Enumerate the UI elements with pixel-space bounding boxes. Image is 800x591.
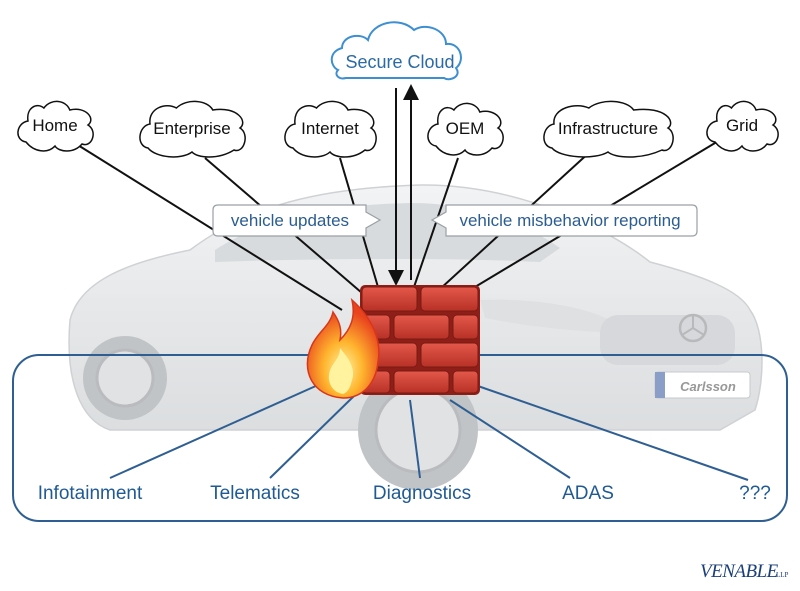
cloud-grid-label: Grid xyxy=(726,116,758,135)
cloud-oem-label: OEM xyxy=(446,119,485,138)
cloud-enterprise-label: Enterprise xyxy=(153,119,230,138)
cloud-enterprise-icon xyxy=(139,100,246,158)
car-headlight xyxy=(480,299,610,332)
callout-misbehavior-reporting: vehicle misbehavior reporting xyxy=(430,204,698,237)
cloud-oem: OEM xyxy=(427,102,504,156)
cloud-grid-icon xyxy=(706,100,779,152)
cloud-home-icon xyxy=(17,100,94,152)
system-diagnostics-label: Diagnostics xyxy=(373,483,471,504)
cloud-infrastructure-icon xyxy=(543,100,674,158)
cloud-infrastructure: Infrastructure xyxy=(543,100,674,158)
venable-logo: VENABLE LLP xyxy=(700,561,789,582)
internal-connection-lines xyxy=(109,384,749,481)
cloud-infrastructure-label: Infrastructure xyxy=(558,119,658,138)
cloud-home: Home xyxy=(17,100,94,152)
callout-vehicle-updates-label: vehicle updates xyxy=(231,211,349,230)
secure-cloud-icon xyxy=(330,21,462,81)
secure-cloud-arrows xyxy=(388,84,419,286)
system-infotainment-label: Infotainment xyxy=(38,483,143,504)
cloud-enterprise: Enterprise xyxy=(139,100,246,158)
system-unknown-label: ??? xyxy=(739,483,771,504)
mercedes-emblem xyxy=(678,313,708,343)
car-grille xyxy=(600,315,735,365)
secure-cloud: Secure Cloud xyxy=(330,21,462,81)
system-telematics-label: Telematics xyxy=(210,483,300,504)
secure-cloud-label: Secure Cloud xyxy=(345,52,454,72)
cloud-oem-icon xyxy=(427,102,504,156)
cloud-home-label: Home xyxy=(32,116,77,135)
venable-logo-suffix: LLP xyxy=(776,571,789,579)
cloud-internet-icon xyxy=(284,100,377,158)
cloud-internet-label: Internet xyxy=(301,119,359,138)
callout-vehicle-updates: vehicle updates xyxy=(212,204,382,237)
callout-misbehavior-label: vehicle misbehavior reporting xyxy=(459,211,680,230)
cloud-grid: Grid xyxy=(706,100,779,152)
firewall-icon xyxy=(360,285,480,395)
license-plate-text: Carlsson xyxy=(680,379,736,394)
venable-logo-text: VENABLE xyxy=(700,561,779,582)
cloud-internet: Internet xyxy=(284,100,377,158)
system-adas-label: ADAS xyxy=(562,483,614,504)
fire-icon xyxy=(306,297,380,399)
